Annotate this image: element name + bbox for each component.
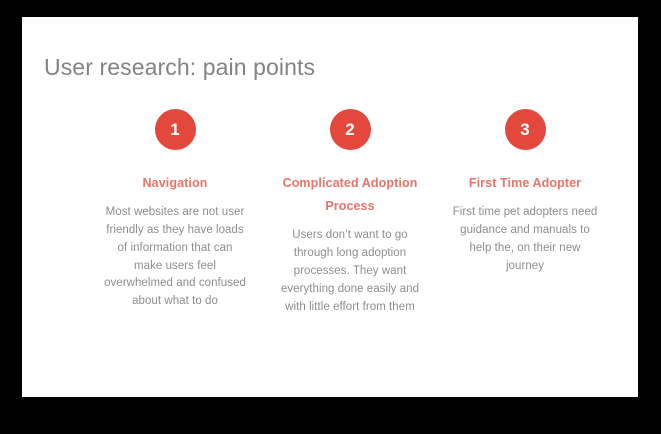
pain-point-columns: 1 Navigation Most websites are not user … <box>100 109 600 316</box>
pain-point-heading-2: Complicated Adoption Process <box>282 176 418 214</box>
page-title: User research: pain points <box>44 54 316 80</box>
pain-point-heading-3: First Time Adopter <box>468 176 582 190</box>
pain-point-column-3: 3 First Time Adopter First time pet adop… <box>450 109 600 275</box>
pain-point-body-2: Users don’t want to go through long adop… <box>280 229 420 313</box>
pain-point-body-3: First time pet adopters need guidance an… <box>452 206 598 272</box>
pain-point-column-1: 1 Navigation Most websites are not user … <box>100 109 250 311</box>
pain-point-body-1: Most websites are not user friendly as t… <box>104 206 246 308</box>
slide-card: User research: pain points 1 Navigation … <box>22 17 638 397</box>
step-number-badge-3: 3 <box>504 109 546 150</box>
pain-point-heading-1: Navigation <box>142 176 208 190</box>
step-number-badge-2: 2 <box>329 109 371 150</box>
pain-point-column-2: 2 Complicated Adoption Process Users don… <box>275 109 425 316</box>
step-number-badge-1: 1 <box>154 109 196 150</box>
